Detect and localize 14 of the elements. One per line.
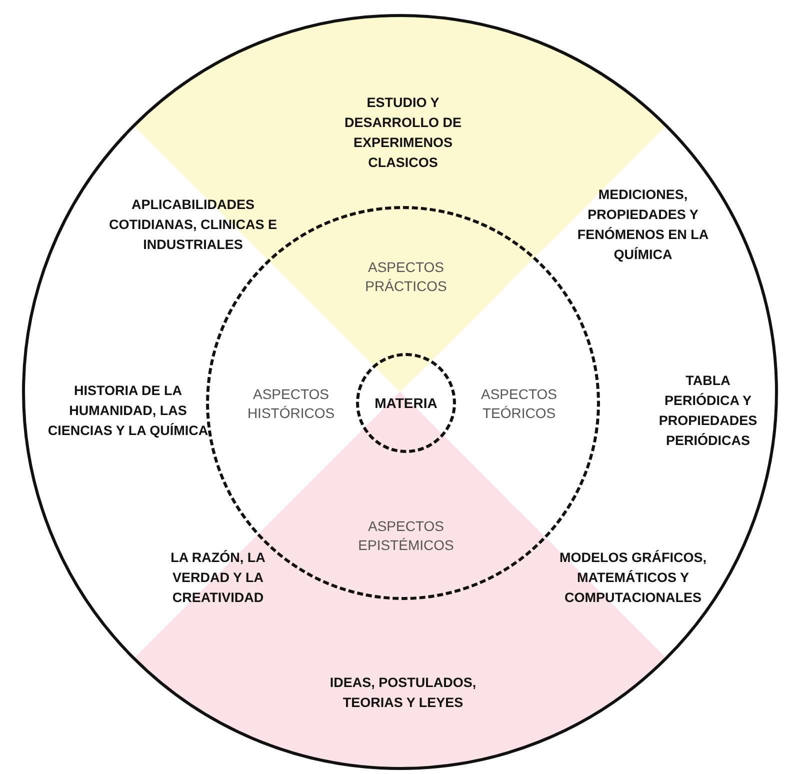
topic-text: LA RAZÓN, LA VERDAD Y LA CREATIVIDAD	[170, 549, 266, 607]
topic-text: TABLA PERIÓDICA Y PROPIEDADES PERIÓDICAS	[658, 372, 758, 450]
topic-text: IDEAS, POSTULADOS, TEORIAS Y LEYES	[328, 674, 478, 712]
center-text: MATERIA	[374, 395, 438, 411]
topic-text: MODELOS GRÁFICOS, MATEMÁTICOS Y COMPUTACIONALES	[558, 549, 708, 607]
aspect-text: ASPECTOS HISTÓRICOS	[246, 385, 336, 423]
topic-text: APLICABILIDADES COTIDIANAS, CLINICAS E INDUSTRIALES	[108, 196, 278, 254]
topic-text: MEDICIONES, PROPIEDADES Y FENÓMENOS EN LA QUÍMICA	[576, 186, 710, 264]
aspect-text: ASPECTOS TEÓRICOS	[480, 385, 558, 423]
topic-text: HISTORIA DE LA HUMANIDAD, LAS CIENCIAS Y LA QUÍMICA	[46, 382, 210, 440]
aspect-text: ASPECTOS EPISTÉMICOS	[357, 517, 455, 555]
topic-text: ESTUDIO Y DESARROLLO DE EXPERIMENOS CLASICOS	[343, 94, 462, 172]
center-circle	[356, 353, 456, 453]
aspect-text: ASPECTOS PRÁCTICOS	[364, 258, 448, 296]
